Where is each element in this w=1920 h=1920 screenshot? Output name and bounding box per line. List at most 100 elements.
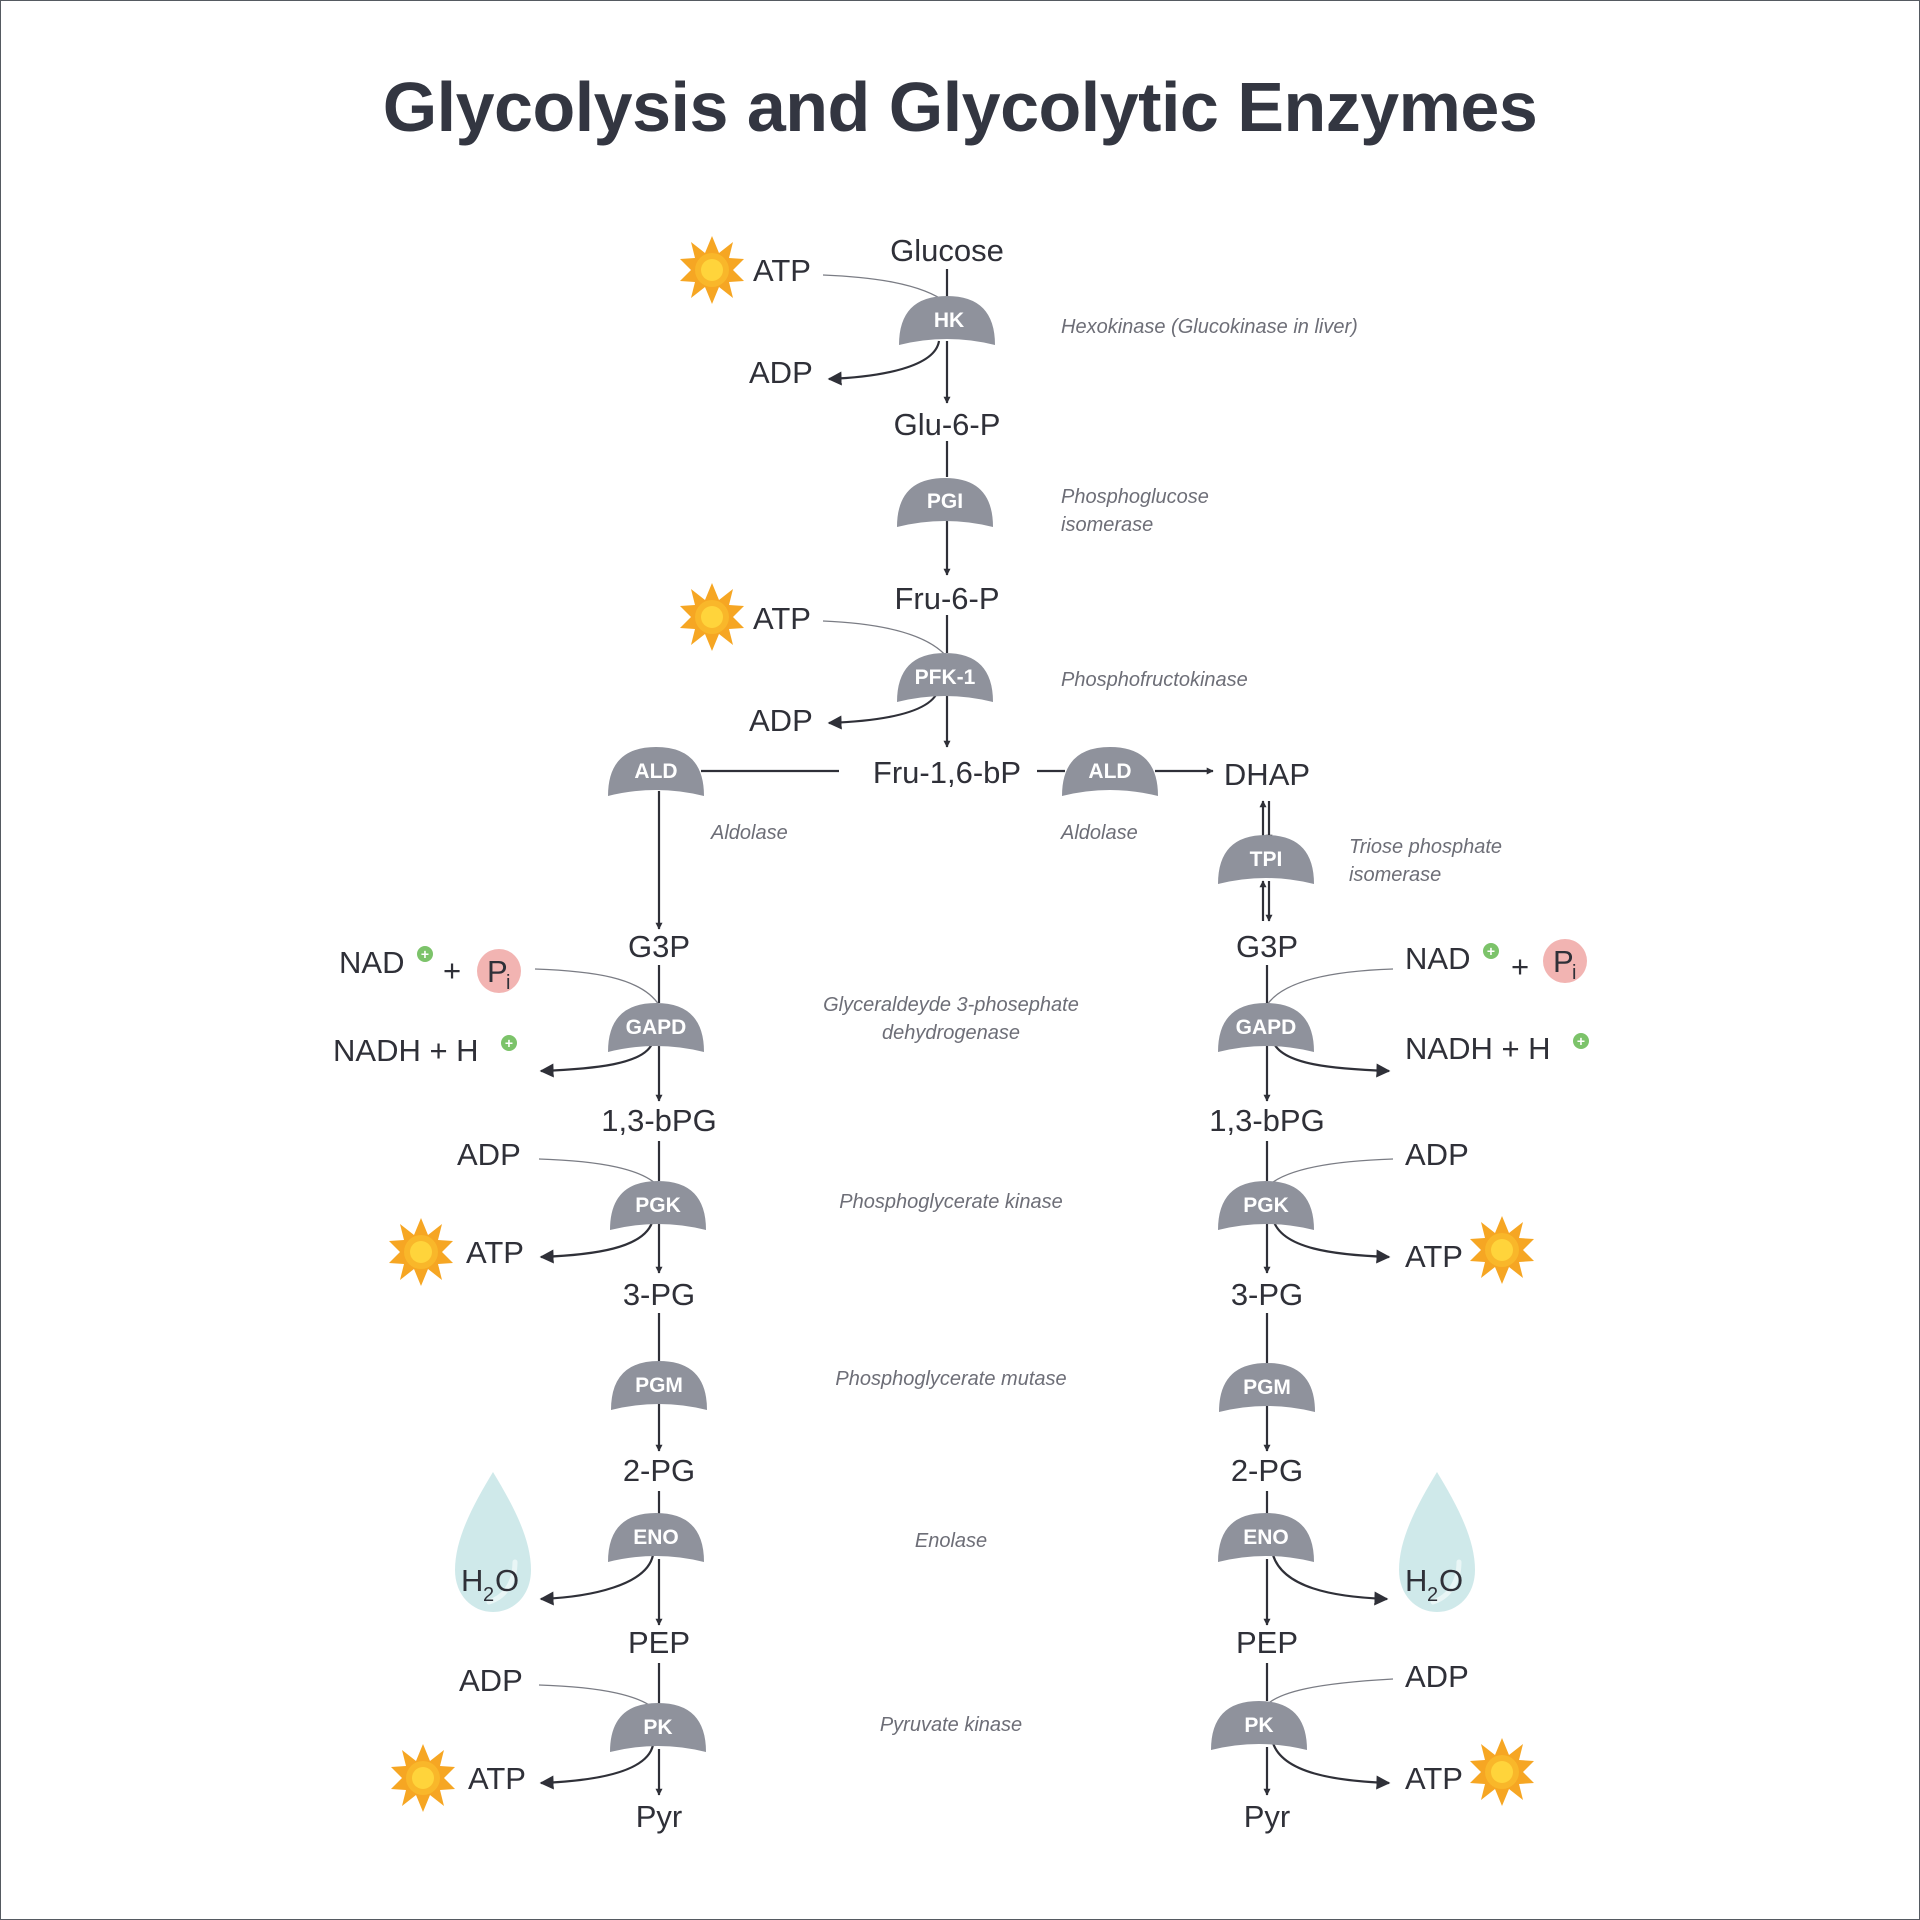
atp-output-pgk-right: ATP [1405,1216,1534,1284]
svg-text:+: + [505,1035,513,1051]
adp-input-pk-left: ADP [459,1663,523,1698]
enzyme-pfk1: PFK-1 [897,653,993,702]
atp-output-pk-right: ATP [1405,1738,1534,1806]
svg-text:ATP: ATP [1405,1239,1463,1274]
metabolite-pg3-left: 3-PG [623,1277,695,1312]
svg-text:PK: PK [1244,1714,1273,1737]
nadh-output-right: NADH + H + [1405,1031,1589,1066]
svg-text:PGK: PGK [1243,1194,1289,1217]
enzyme-pgm-right: PGM [1219,1363,1315,1412]
metabolite-pep-right: PEP [1236,1625,1298,1660]
label-aldolase-left: Aldolase [710,822,788,844]
enzyme-name-labels: Hexokinase (Glucokinase in liver) Phosph… [710,316,1502,1736]
svg-text:ENO: ENO [633,1526,679,1549]
enzyme-pgk-right: PGK [1218,1181,1314,1230]
main-pathway-lines [655,269,1273,930]
svg-text:H: H [461,1563,483,1598]
enzyme-ald-right: ALD [1062,747,1158,796]
svg-text:H: H [1405,1563,1427,1598]
label-tpi-line1: Triose phosphate [1349,836,1502,858]
adp-input-pgk-right: ADP [1405,1137,1469,1172]
svg-text:ATP: ATP [753,253,811,288]
phosphate-circle-icon [1543,939,1587,983]
label-tpi-line2: isomerase [1349,864,1441,886]
svg-text:i: i [506,972,510,994]
metabolite-bpg13-left: 1,3-bPG [601,1103,716,1138]
water-output-left: H 2 O [455,1472,531,1612]
enzyme-pk-right: PK [1211,1701,1307,1750]
metabolite-g3p-right: G3P [1236,929,1298,964]
svg-text:NADH + H: NADH + H [1405,1031,1551,1066]
enzyme-eno-right: ENO [1218,1513,1314,1562]
adp-input-pgk-left: ADP [457,1137,521,1172]
enzyme-pgm-left: PGM [611,1361,707,1410]
metabolite-pg3-right: 3-PG [1231,1277,1303,1312]
metabolite-pg2-right: 2-PG [1231,1453,1303,1488]
metabolite-pyr-right: Pyr [1244,1799,1291,1834]
enzyme-ald-left: ALD [608,747,704,796]
nad-pi-input-left: NAD + + P i [339,945,521,994]
enzyme-gapd-right: GAPD [1218,1003,1314,1052]
metabolite-pg2-left: 2-PG [623,1453,695,1488]
label-gapd-line2: dehydrogenase [882,1022,1020,1044]
metabolite-glu6p: Glu-6-P [894,407,1001,442]
svg-text:ATP: ATP [466,1235,524,1270]
svg-text:+: + [1511,949,1529,984]
svg-text:ALD: ALD [1088,760,1131,783]
svg-text:PGM: PGM [635,1374,683,1397]
adp-output-hk: ADP [749,355,813,390]
atp-output-pgk-left: ATP [389,1218,524,1286]
nad-pi-input-right: NAD + + P i [1405,939,1587,984]
enzyme-tpi: TPI [1218,835,1314,884]
metabolite-labels: Glucose Glu-6-P Fru-6-P Fru-1,6-bP DHAP … [601,233,1324,1834]
metabolite-bpg13-right: 1,3-bPG [1209,1103,1324,1138]
label-gapd-line1: Glyceraldeyde 3-phosephate [823,994,1079,1016]
svg-text:GAPD: GAPD [1236,1016,1297,1039]
svg-text:P: P [1553,944,1574,979]
metabolite-g3p-left: G3P [628,929,690,964]
svg-text:ENO: ENO [1243,1526,1289,1549]
svg-text:+: + [1487,943,1495,959]
charge-dot-icon [1573,1033,1589,1049]
enzyme-pk-left: PK [610,1703,706,1752]
atp-star-icon [680,236,744,304]
atp-output-pk-left: ATP [391,1744,526,1812]
adp-input-pk-right: ADP [1405,1659,1469,1694]
svg-text:i: i [1572,962,1576,984]
charge-dot-icon [417,946,433,962]
metabolite-fru6p: Fru-6-P [894,581,999,616]
page-title: Glycolysis and Glycolytic Enzymes [382,68,1538,146]
water-output-right: H 2 O [1399,1472,1475,1612]
svg-text:+: + [443,953,461,988]
enzyme-pgi: PGI [897,478,993,527]
label-pyruvate-kinase: Pyruvate kinase [880,1714,1022,1736]
phosphate-circle-icon [477,949,521,993]
atp-star-icon [389,1218,453,1286]
label-phosphoglycerate-mutase: Phosphoglycerate mutase [835,1368,1066,1390]
svg-text:GAPD: GAPD [626,1016,687,1039]
atp-input-hk: ATP [680,236,811,304]
svg-text:ATP: ATP [753,601,811,636]
nadh-output-left: NADH + H + [333,1033,517,1068]
label-phosphoglycerate-kinase: Phosphoglycerate kinase [839,1191,1062,1213]
enzyme-gapd-left: GAPD [608,1003,704,1052]
enzyme-pgk-left: PGK [610,1181,706,1230]
svg-text:TPI: TPI [1250,848,1283,871]
metabolite-pep-left: PEP [628,1625,690,1660]
svg-text:+: + [421,946,429,962]
svg-text:PGK: PGK [635,1194,681,1217]
label-pgi-line2: isomerase [1061,514,1153,536]
svg-text:ATP: ATP [468,1761,526,1796]
atp-star-icon [1470,1216,1534,1284]
enzyme-hk: HK [899,296,995,345]
metabolite-dhap: DHAP [1224,757,1310,792]
label-phosphofructokinase: Phosphofructokinase [1061,669,1248,691]
svg-text:+: + [1577,1033,1585,1049]
svg-text:NAD: NAD [1405,941,1470,976]
svg-text:PFK-1: PFK-1 [915,666,976,689]
atp-star-icon [1470,1738,1534,1806]
label-hexokinase: Hexokinase (Glucokinase in liver) [1061,316,1358,338]
svg-text:HK: HK [934,309,964,332]
